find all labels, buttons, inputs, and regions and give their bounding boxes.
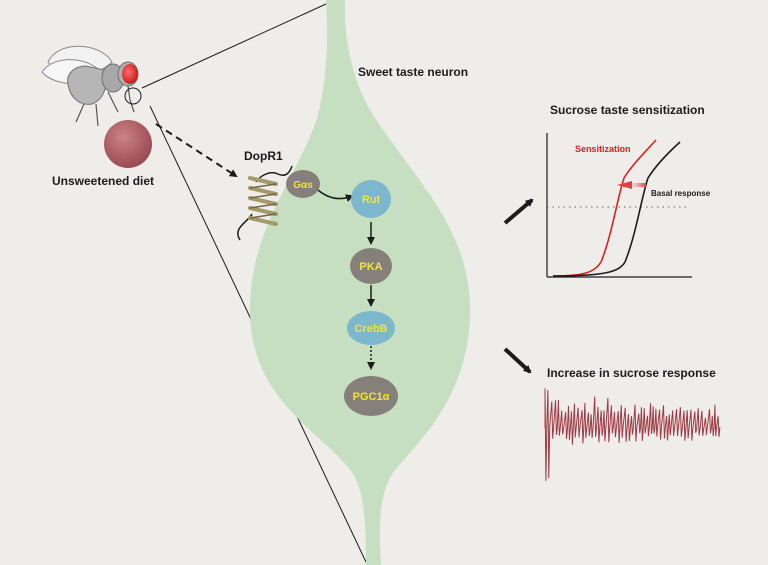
receptor-helix-icon: [237, 165, 293, 241]
sensitization-curve-label: Sensitization: [575, 144, 631, 154]
basal-curve: [552, 141, 681, 277]
svg-text:Gαs: Gαs: [293, 180, 313, 191]
node-gas: Gαs: [286, 170, 320, 198]
basal-curve-label: Basal response: [651, 189, 711, 198]
neuron-shape: [250, 0, 470, 565]
diet-label: Unsweetened diet: [52, 174, 154, 188]
svg-text:CrebB: CrebB: [354, 323, 387, 335]
sensitization-plot: Sensitization Basal response: [546, 133, 711, 278]
receptor-label: DopR1: [244, 149, 283, 163]
fly-eye-icon: [122, 64, 138, 84]
node-pgc1a: PGC1α: [344, 376, 398, 416]
diet-arrow-icon: [155, 123, 238, 178]
svg-text:PKA: PKA: [359, 261, 382, 273]
fly-proboscis-highlight: [124, 87, 142, 105]
response-trace: [544, 388, 721, 482]
fly-icon: [41, 45, 142, 127]
zoom-line-top: [141, 3, 327, 89]
sensitization-curve: [552, 139, 657, 277]
node-pka: PKA: [350, 248, 392, 284]
arrow-icon: [317, 189, 354, 202]
node-rut: Rut: [351, 180, 391, 218]
response-title: Increase in sucrose response: [547, 366, 716, 380]
neuron-label: Sweet taste neuron: [358, 65, 468, 79]
arrow-to-sensitization-icon: [503, 198, 534, 225]
arrow-to-response-icon: [503, 347, 532, 374]
svg-text:PGC1α: PGC1α: [353, 391, 390, 403]
sensitization-title: Sucrose taste sensitization: [550, 103, 705, 117]
food-droplet-icon: [104, 120, 152, 168]
node-crebb: CrebB: [347, 311, 395, 345]
svg-text:Rut: Rut: [362, 194, 381, 206]
shift-arrow-head-icon: [617, 181, 632, 189]
shift-arrow-icon: [632, 183, 646, 187]
